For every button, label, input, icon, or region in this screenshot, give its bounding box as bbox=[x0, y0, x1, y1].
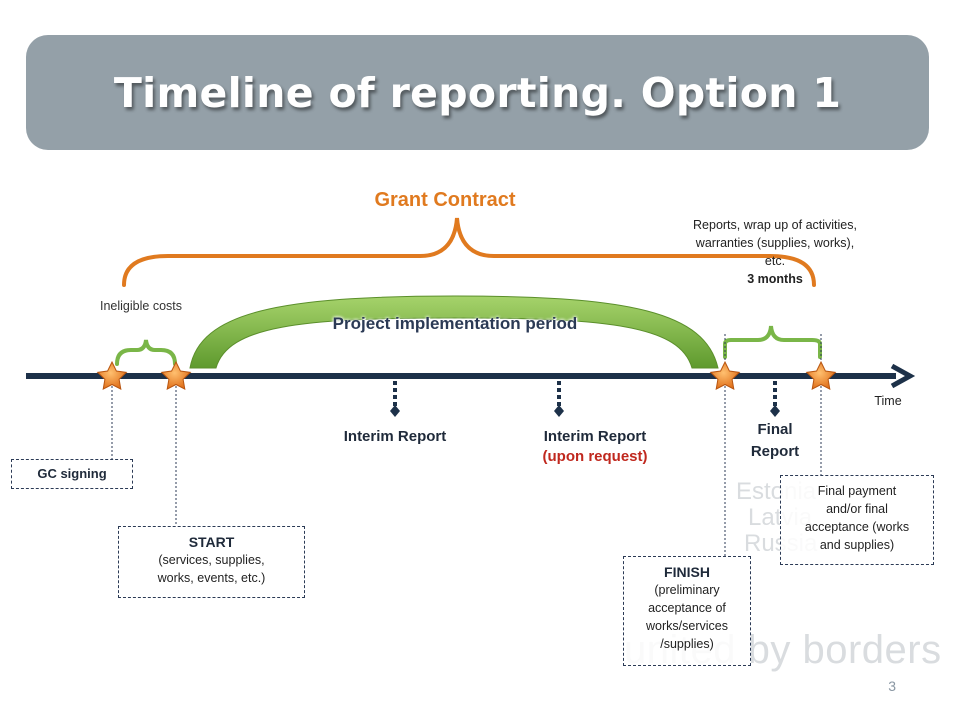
reports-note: Reports, wrap up of activities, warranti… bbox=[660, 216, 890, 288]
slide-title: Timeline of reporting. Option 1 bbox=[113, 68, 842, 117]
start-star bbox=[160, 360, 192, 391]
grant-contract-brace bbox=[122, 217, 816, 287]
final-payment-box: Final payment and/or final acceptance (w… bbox=[780, 475, 934, 565]
final-payment-line2: and/or final bbox=[826, 502, 888, 516]
finish-box: FINISH (preliminary acceptance of works/… bbox=[623, 556, 751, 666]
finish-line1: (preliminary bbox=[654, 583, 720, 597]
interim-report-1-marker bbox=[390, 374, 400, 417]
start-line1: (services, supplies, bbox=[158, 553, 265, 567]
final-report-marker bbox=[770, 374, 780, 417]
project-period-label: Project implementation period bbox=[332, 314, 578, 333]
page-number: 3 bbox=[888, 678, 896, 694]
finish-line3: works/services bbox=[646, 619, 728, 633]
timeline-arrowhead bbox=[890, 363, 916, 389]
interim-report-2-note: (upon request) bbox=[542, 448, 648, 465]
interim-report-1-label: Interim Report bbox=[343, 428, 447, 445]
start-title: START bbox=[188, 534, 235, 550]
ineligible-costs-brace bbox=[115, 339, 177, 366]
interim-report-2-label: Interim Report (upon request) bbox=[490, 427, 700, 467]
final-payment-line3: acceptance (works bbox=[804, 520, 910, 534]
finish-title: FINISH bbox=[664, 564, 710, 580]
final-payment-star bbox=[805, 360, 837, 391]
reporting-period-brace bbox=[723, 325, 822, 359]
reports-note-line1: Reports, wrap up of activities, bbox=[693, 218, 857, 232]
interim-report-2-marker bbox=[554, 374, 564, 417]
start-line2: works, events, etc.) bbox=[157, 571, 266, 585]
reports-note-line3: etc. bbox=[764, 254, 786, 268]
final-payment-line4: and supplies) bbox=[819, 538, 895, 552]
reports-note-duration: 3 months bbox=[747, 272, 803, 286]
final-payment-line1: Final payment bbox=[817, 484, 897, 498]
title-banner: Timeline of reporting. Option 1 bbox=[26, 35, 929, 150]
finish-line4: /supplies) bbox=[660, 637, 714, 651]
final-report-line1: Final bbox=[757, 421, 793, 438]
grant-contract-label: Grant Contract bbox=[374, 189, 516, 211]
finish-line2: acceptance of bbox=[648, 601, 726, 615]
final-report-label: Final Report bbox=[720, 419, 830, 463]
gc-signing-box: GC signing bbox=[11, 459, 133, 489]
ineligible-costs-label: Ineligible costs bbox=[100, 299, 182, 313]
final-report-line2: Report bbox=[750, 443, 800, 460]
start-box: START (services, supplies, works, events… bbox=[118, 526, 305, 598]
time-label: Time bbox=[874, 394, 902, 408]
finish-star bbox=[709, 360, 741, 391]
interim-report-2-title: Interim Report bbox=[543, 428, 647, 445]
project-implementation-arch bbox=[189, 295, 719, 369]
gc-signing-star bbox=[96, 360, 128, 391]
gc-signing-label: GC signing bbox=[37, 466, 107, 481]
reports-note-line2: warranties (supplies, works), bbox=[695, 236, 855, 250]
